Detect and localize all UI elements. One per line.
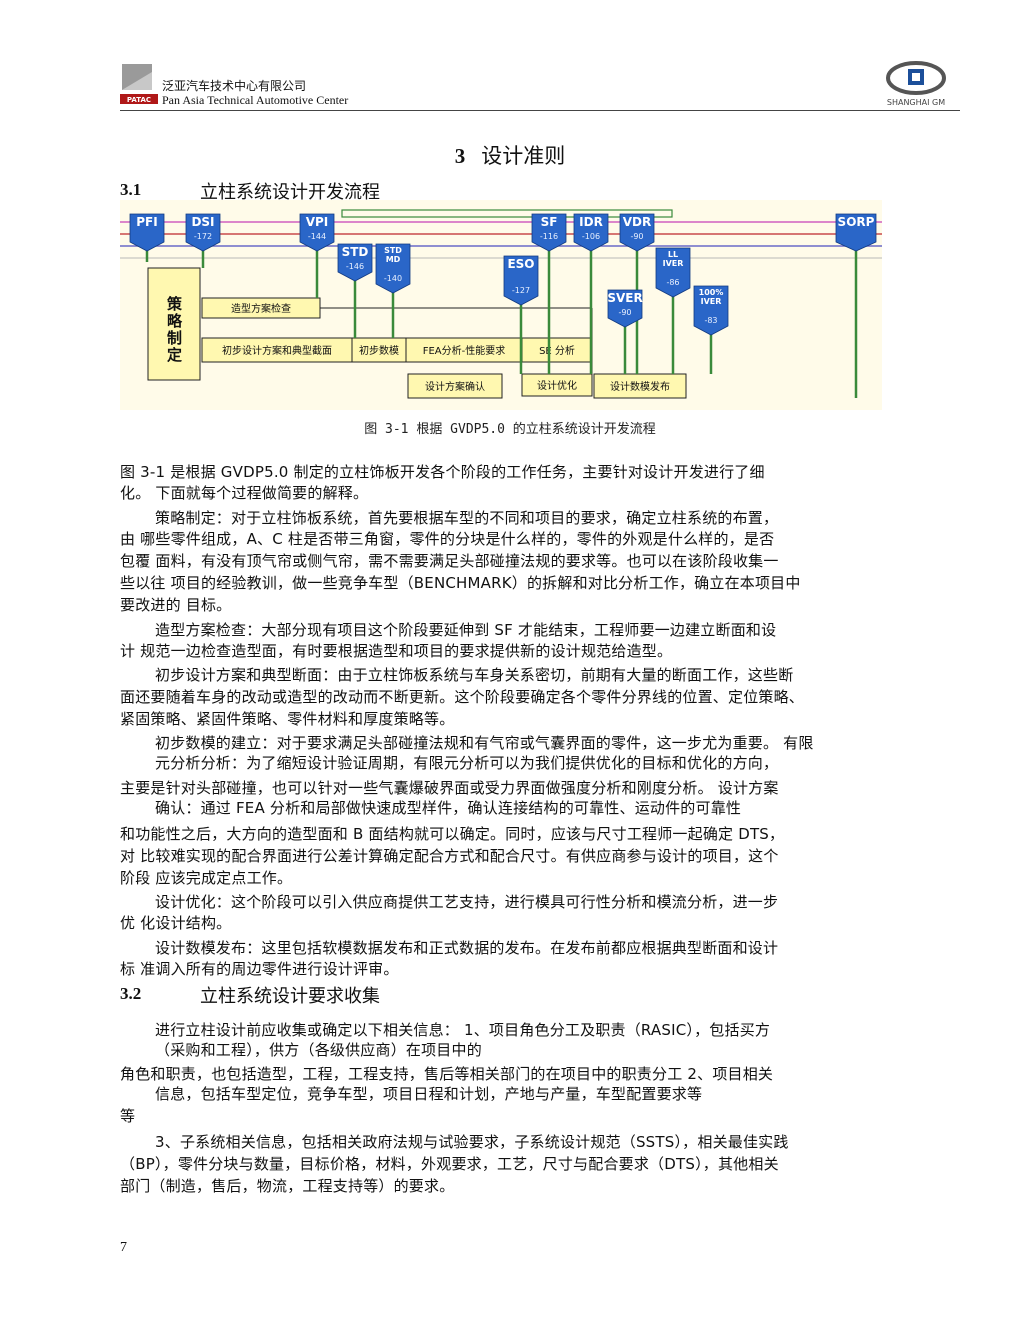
body-line: 由 哪些零件组成，A、C 柱是否带三角窗，零件的分块是什么样的，零件的外观是什么… [120, 530, 775, 548]
milestone-label: SVER [607, 291, 642, 305]
body-line: 要改进的 目标。 [120, 596, 232, 614]
body-line: 紧固策略、紧固件策略、零件材料和厚度策略等。 [120, 710, 455, 728]
milestone-day: -116 [540, 232, 558, 241]
body-line: 元分析分析：为了缩短设计验证周期，有限元分析可以为我们提供优化的目标和优化的方向… [155, 754, 779, 772]
company-name-en: Pan Asia Technical Automotive Center [162, 93, 349, 107]
phase-design-confirm: 设计方案确认 [425, 380, 485, 393]
milestone-day: -172 [194, 232, 212, 241]
strategy-box: 策略制定 [165, 295, 183, 364]
body-line: 部门（制造，售后，物流，工程支持等）的要求。 [120, 1177, 455, 1195]
milestone-label: DSI [191, 215, 214, 229]
development-flow-diagram: 策略制定 造型方案检查 初步设计方案和典型截面 初步数模 FEA分析-性能要求 … [120, 200, 882, 410]
shanghai-gm-logo: SHANGHAI GM [886, 61, 946, 107]
body-line: 信息，包括车型定位，竞争车型，项目日程和计划，产地与产量，车型配置要求等 [155, 1085, 703, 1103]
chapter-heading: 3 设计准则 [0, 140, 1020, 170]
body-line: 策略制定：对于立柱饰板系统，首先要根据车型的不同和项目的要求，确定立柱系统的布置… [155, 509, 779, 527]
milestone-day: -90 [630, 232, 643, 241]
section-title-2: 立柱系统设计要求收集 [200, 986, 380, 1007]
body-line: 主要是针对头部碰撞，也可以针对一些气囊爆破界面或受力界面做强度分析和刚度分析。 … [120, 779, 779, 797]
phase-fea: FEA分析-性能要求 [423, 344, 506, 357]
body-line: 确认：通过 FEA 分析和局部做快速成型样件，确认连接结构的可靠性、运动件的可靠… [155, 799, 742, 817]
milestone-sver: SVER -90 [607, 289, 643, 374]
milestone-std: STD -146 [337, 243, 373, 338]
milestone-day: -83 [704, 316, 717, 325]
body-line: 阶段 应该完成定点工作。 [120, 869, 293, 887]
phase-data-release: 设计数模发布 [610, 380, 670, 393]
milestone-sf: SF -116 [531, 213, 567, 374]
milestone-pfi: PFI [129, 213, 165, 262]
body-line: 设计数模发布：这里包括软模数据发布和正式数据的发布。在发布前都应根据典型断面和设… [155, 939, 779, 957]
milestone-dsi: DSI -172 [185, 213, 221, 268]
body-line: 初步数模的建立：对于要求满足头部碰撞法规和有气帘或气囊界面的零件，这一步尤为重要… [155, 734, 814, 752]
section-number-2: 3.2 [120, 984, 142, 1003]
body-line: 优 化设计结构。 [120, 914, 232, 932]
body-line: 初步设计方案和典型断面：由于立柱饰板系统与车身关系密切，前期有大量的断面工作，这… [155, 666, 794, 684]
phase-se: SE 分析 [539, 344, 575, 357]
milestone-idr: IDR -106 [573, 213, 609, 374]
milestone-day: -90 [618, 308, 631, 317]
milestone-sorp: SORP [835, 213, 877, 398]
patac-logo: PATAC [120, 64, 158, 104]
page-number: 7 [120, 1240, 127, 1255]
phase-styling-check: 造型方案检查 [231, 302, 291, 315]
body-line: 3、子系统相关信息，包括相关政府法规与试验要求，子系统设计规范（SSTS），相关… [155, 1133, 789, 1151]
chapter-title: 设计准则 [481, 144, 566, 168]
body-line: 些以往 项目的经验教训，做一些竞争车型（BENCHMARK）的拆解和对比分析工作… [120, 574, 801, 592]
header-divider [120, 110, 960, 111]
milestone-label: SORP [838, 215, 875, 229]
figure-caption: 图 3-1 根据 GVDP5.0 的立柱系统设计开发流程 [364, 422, 656, 437]
milestone-label: VDR [623, 215, 652, 229]
body-line: 对 比较难实现的配合界面进行公差计算确定配合方式和配合尺寸。有供应商参与设计的项… [120, 847, 779, 865]
body-line: 进行立柱设计前应收集或确定以下相关信息： 1、项目角色分工及职责（RASIC），… [155, 1021, 771, 1039]
phase-initial-design: 初步设计方案和典型截面 [222, 344, 332, 357]
milestone-day: -106 [582, 232, 600, 241]
body-line: 计 规范一边检查造型面，有时要根据造型和项目的要求提供新的设计规范给造型。 [120, 642, 673, 660]
chapter-number: 3 [454, 144, 466, 168]
milestone-label: ESO [507, 257, 534, 271]
milestone-100-iver: 100%IVER -83 [693, 285, 729, 374]
body-line: 包覆 面料，有没有顶气帘或侧气帘，需不需要满足头部碰撞法规的要求等。也可以在该阶… [120, 552, 779, 570]
milestone-day: -86 [666, 278, 679, 287]
body-line: 标 准调入所有的周边零件进行设计评审。 [120, 960, 399, 978]
body-line: 图 3-1 是根据 GVDP5.0 制定的立柱饰板开发各个阶段的工作任务，主要针… [120, 463, 765, 481]
shanghai-gm-text: SHANGHAI GM [887, 98, 945, 107]
section-number: 3.1 [120, 180, 142, 199]
body-line: 角色和职责，也包括造型，工程，工程支持，售后等相关部门的在项目中的职责分工 2、… [120, 1065, 774, 1083]
patac-logo-text: PATAC [127, 96, 151, 104]
milestone-label: SF [541, 215, 558, 229]
body-line: （BP），零件分块与数量，目标价格，材料，外观要求，工艺，尺寸与配合要求（DTS… [120, 1155, 779, 1173]
milestone-vpi: VPI -144 [299, 213, 335, 298]
body-line: 化。 下面就每个过程做简要的解释。 [120, 484, 369, 502]
milestone-label: 100%IVER [699, 288, 724, 306]
phase-initial-math: 初步数模 [359, 344, 399, 357]
body-line: 设计优化：这个阶段可以引入供应商提供工艺支持，进行模具可行性分析和模流分析，进一… [155, 893, 779, 911]
milestone-label: STD [342, 245, 369, 259]
top-bracket [341, 209, 673, 218]
milestone-label: VPI [306, 215, 329, 229]
milestone-day: -144 [308, 232, 326, 241]
body-line: 等 [120, 1107, 136, 1125]
milestone-label: PFI [136, 215, 157, 229]
milestone-label: IDR [579, 215, 603, 229]
section-title: 立柱系统设计开发流程 [200, 182, 380, 203]
milestone-day: -127 [512, 286, 530, 295]
milestone-day: -146 [346, 262, 364, 271]
body-line: （采购和工程），供方（各级供应商）在项目中的 [155, 1041, 482, 1059]
phase-design-optimize: 设计优化 [537, 379, 577, 392]
body-line: 造型方案检查：大部分现有项目这个阶段要延伸到 SF 才能结束，工程师要一边建立断… [155, 621, 777, 639]
milestone-day: -140 [384, 274, 402, 283]
body-line: 和功能性之后，大方向的造型面和 B 面结构就可以确定。同时，应该与尺寸工程师一起… [120, 825, 785, 843]
company-name-cn: 泛亚汽车技术中心有限公司 [162, 79, 307, 93]
body-line: 面还要随着车身的改动或造型的改动而不断更新。这个阶段要确定各个零件分界线的位置、… [120, 688, 805, 706]
milestone-eso: ESO -127 [503, 255, 539, 374]
